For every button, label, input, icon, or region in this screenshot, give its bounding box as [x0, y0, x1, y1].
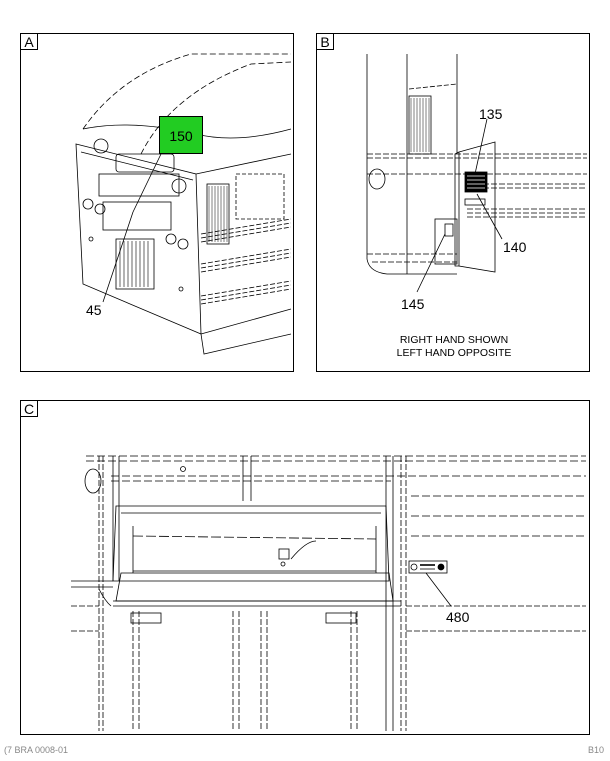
footer-left: (7 BRA 0008-01 — [4, 745, 69, 755]
callout-45: 45 — [86, 302, 102, 318]
panel-b-label: B — [316, 33, 334, 50]
callout-145: 145 — [401, 296, 425, 312]
footer-right: B10 — [587, 745, 604, 755]
callout-480: 480 — [446, 609, 470, 625]
note-line-1: RIGHT HAND SHOWN — [399, 334, 509, 346]
side-panel-illustration — [366, 54, 587, 293]
callout-135: 135 — [479, 106, 503, 122]
panel-b: B — [316, 33, 590, 372]
note-line-2: LEFT HAND OPPOSITE — [396, 347, 512, 359]
bus-front-illustration — [75, 53, 292, 355]
callout-150-highlight: 150 — [159, 116, 203, 154]
panel-a: A — [20, 33, 294, 372]
rear-compartment-illustration — [71, 455, 586, 731]
panel-c-label: C — [20, 400, 38, 417]
panel-a-label: A — [20, 33, 38, 50]
panel-c: C — [20, 400, 590, 735]
callout-140: 140 — [503, 239, 527, 255]
